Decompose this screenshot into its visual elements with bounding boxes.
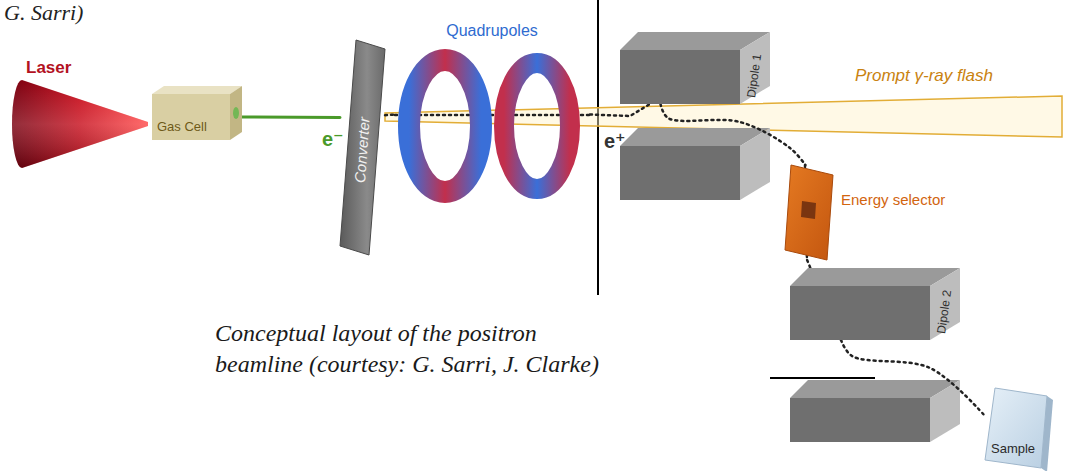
dipole-block bbox=[620, 128, 770, 200]
beam-path bbox=[230, 116, 340, 119]
beam-path bbox=[661, 104, 806, 165]
energy-selector: Energy selector bbox=[785, 165, 955, 260]
particle-symbol: e⁺ bbox=[604, 130, 626, 153]
node-label: Sample bbox=[991, 442, 1035, 457]
converter-plate: Converter bbox=[340, 40, 385, 255]
beam-path bbox=[385, 113, 395, 116]
energy-selector-outline bbox=[785, 165, 955, 260]
laser-cone: Laser bbox=[10, 58, 150, 172]
node-label: Gas Cell bbox=[157, 120, 207, 135]
particle-symbol: e⁻ bbox=[322, 128, 344, 151]
beam-path bbox=[807, 260, 810, 268]
beam-label: Prompt γ-ray flash bbox=[855, 66, 993, 86]
node-label: Quadrupoles bbox=[446, 22, 538, 40]
quadrupole-pair-outline bbox=[395, 22, 590, 207]
credit-fragment: G. Sarri) bbox=[4, 0, 83, 25]
sample-target: Sample bbox=[985, 388, 1057, 468]
dipole-magnet: Dipole 2 bbox=[790, 268, 960, 340]
gas-cell: Gas Cell bbox=[152, 94, 230, 140]
beam-path bbox=[590, 104, 650, 116]
dipole-block bbox=[790, 380, 960, 442]
quadrupole-pair: Quadrupoles bbox=[395, 22, 590, 207]
frame-line bbox=[770, 377, 875, 379]
beam-path bbox=[841, 340, 985, 416]
dipole-magnet: Dipole 1 bbox=[620, 32, 770, 104]
figure-caption: Conceptual layout of the positron beamli… bbox=[215, 318, 630, 380]
node-label: Energy selector bbox=[841, 191, 945, 208]
node-label: Laser bbox=[26, 58, 71, 78]
frame-line bbox=[597, 0, 599, 295]
